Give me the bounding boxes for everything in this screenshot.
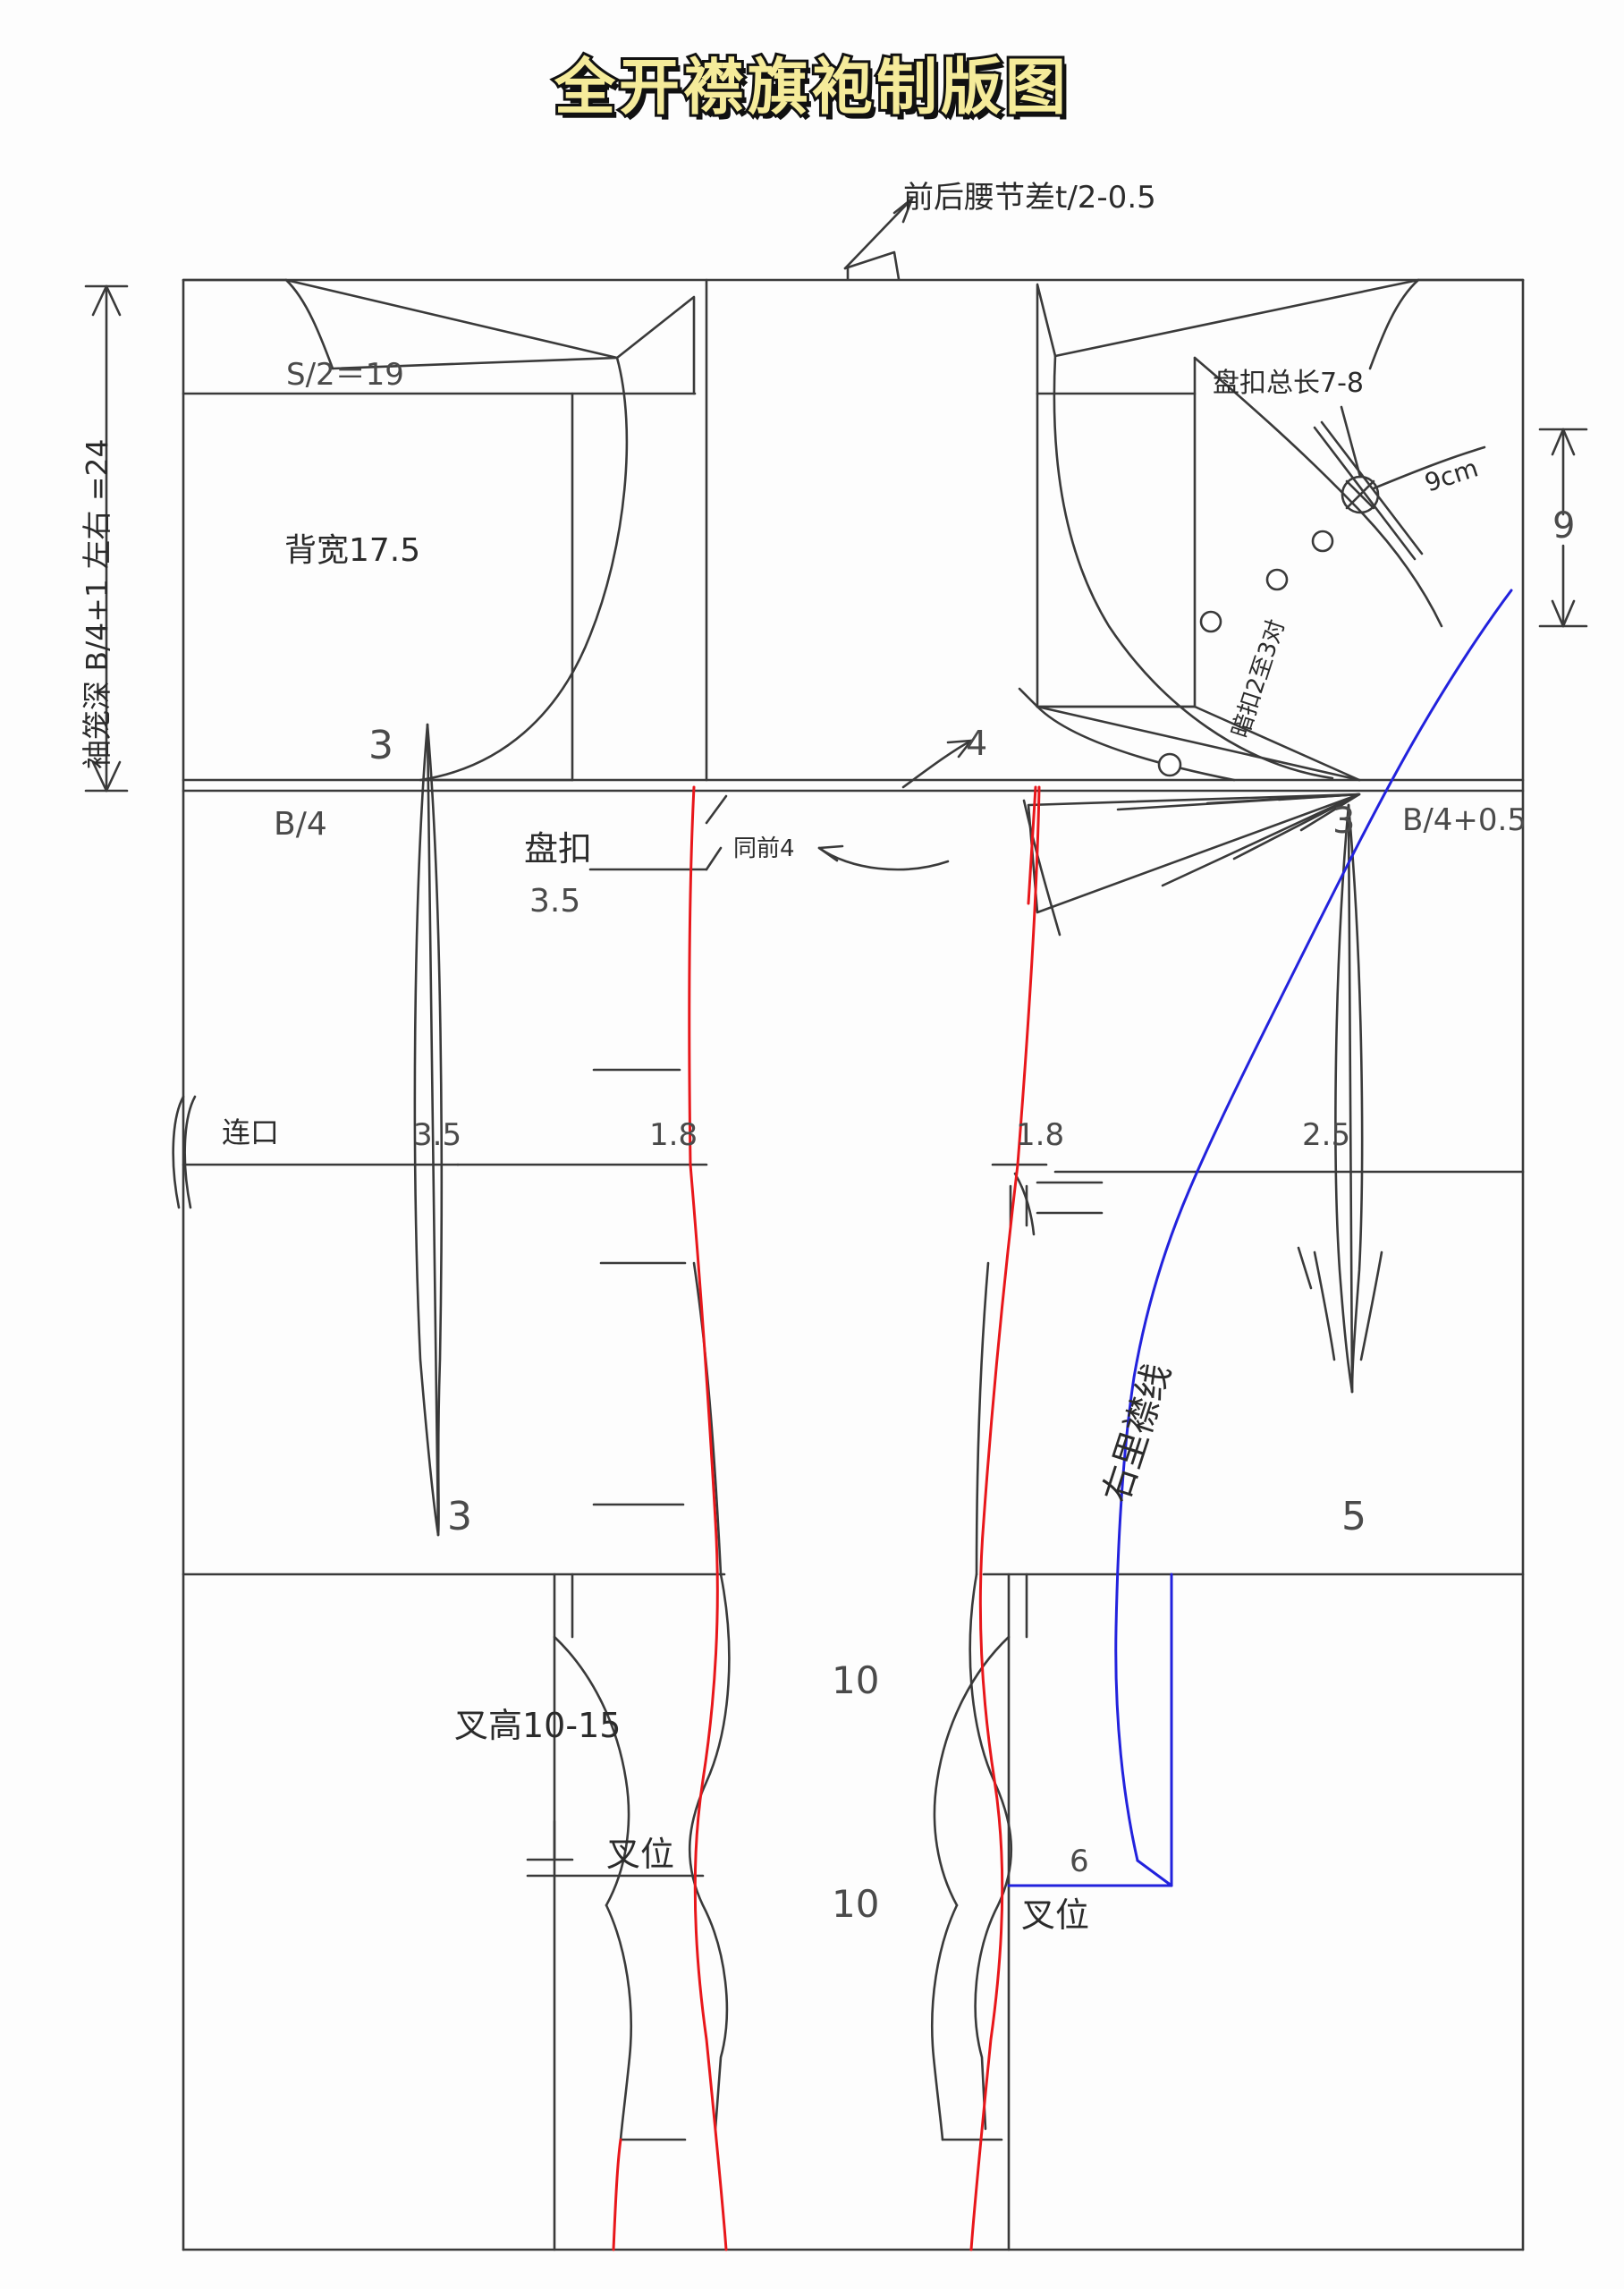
button-markers xyxy=(1157,530,1334,777)
collar-fan xyxy=(1022,793,1361,937)
label-frog-button: 盘扣 xyxy=(524,829,593,869)
label-dart-front-top: 3 xyxy=(1332,801,1356,842)
label-dart-front-waist: 2.5 xyxy=(1302,1117,1351,1153)
label-hem-gap-lower: 10 xyxy=(832,1882,880,1926)
frame-lines xyxy=(182,278,1525,2251)
label-same-as-front: 同前4 xyxy=(733,835,795,862)
label-shoulder-half: S/2＝19 xyxy=(286,357,404,393)
label-slit-height: 叉高10-15 xyxy=(454,1706,622,1745)
leader-lines xyxy=(526,197,1486,1887)
label-slit-position-right: 叉位 xyxy=(1021,1895,1090,1935)
label-back-width: 背宽17.5 xyxy=(284,532,421,569)
side-seam-curves xyxy=(553,1261,1013,2141)
label-side-right-waist: 1.8 xyxy=(1016,1117,1065,1153)
darts xyxy=(413,723,1383,1537)
label-bust-quarter-plus: B/4+0.5 xyxy=(1402,802,1527,838)
nine-dimension xyxy=(1538,428,1588,628)
label-waist-difference: 前后腰节差t/2-0.5 xyxy=(903,180,1156,216)
label-frog-total-length: 盘扣总长7-8 xyxy=(1213,368,1364,399)
red-style-lines xyxy=(612,785,1041,2251)
label-neck-front-four: 4 xyxy=(966,724,988,763)
label-frog-button-value: 3.5 xyxy=(529,883,581,920)
label-nine-dimension: 9 xyxy=(1552,505,1576,547)
label-dart-back-bottom: 3 xyxy=(447,1494,472,1539)
armhole-depth-dimension xyxy=(84,284,129,793)
blue-placket-lines xyxy=(1007,589,1513,1887)
label-slit-position-left: 叉位 xyxy=(606,1835,675,1874)
label-armhole-depth: 袖笼深 B/4+1 左右 =24 xyxy=(80,438,114,769)
collar-curves xyxy=(1018,356,1443,782)
label-seam-join: 连口 xyxy=(222,1115,280,1149)
back-bodice-outline xyxy=(182,278,696,782)
frog-button-symbol xyxy=(1313,420,1424,561)
label-bust-quarter: B/4 xyxy=(274,806,327,843)
label-dart-back-top: 3 xyxy=(368,723,393,768)
page-title: 全开襟旗袍制版图 xyxy=(552,50,1070,126)
construction-ticks xyxy=(526,1068,1104,1861)
front-bodice-outline xyxy=(1036,278,1525,780)
label-placket-width: 6 xyxy=(1070,1844,1089,1879)
label-dart-front-bottom: 5 xyxy=(1341,1494,1366,1539)
label-side-left-waist: 1.8 xyxy=(649,1117,698,1153)
label-hem-gap-upper: 10 xyxy=(832,1658,880,1702)
sleeve-opening-left xyxy=(172,1095,197,1209)
label-dart-back-waist: 3.5 xyxy=(413,1117,462,1153)
